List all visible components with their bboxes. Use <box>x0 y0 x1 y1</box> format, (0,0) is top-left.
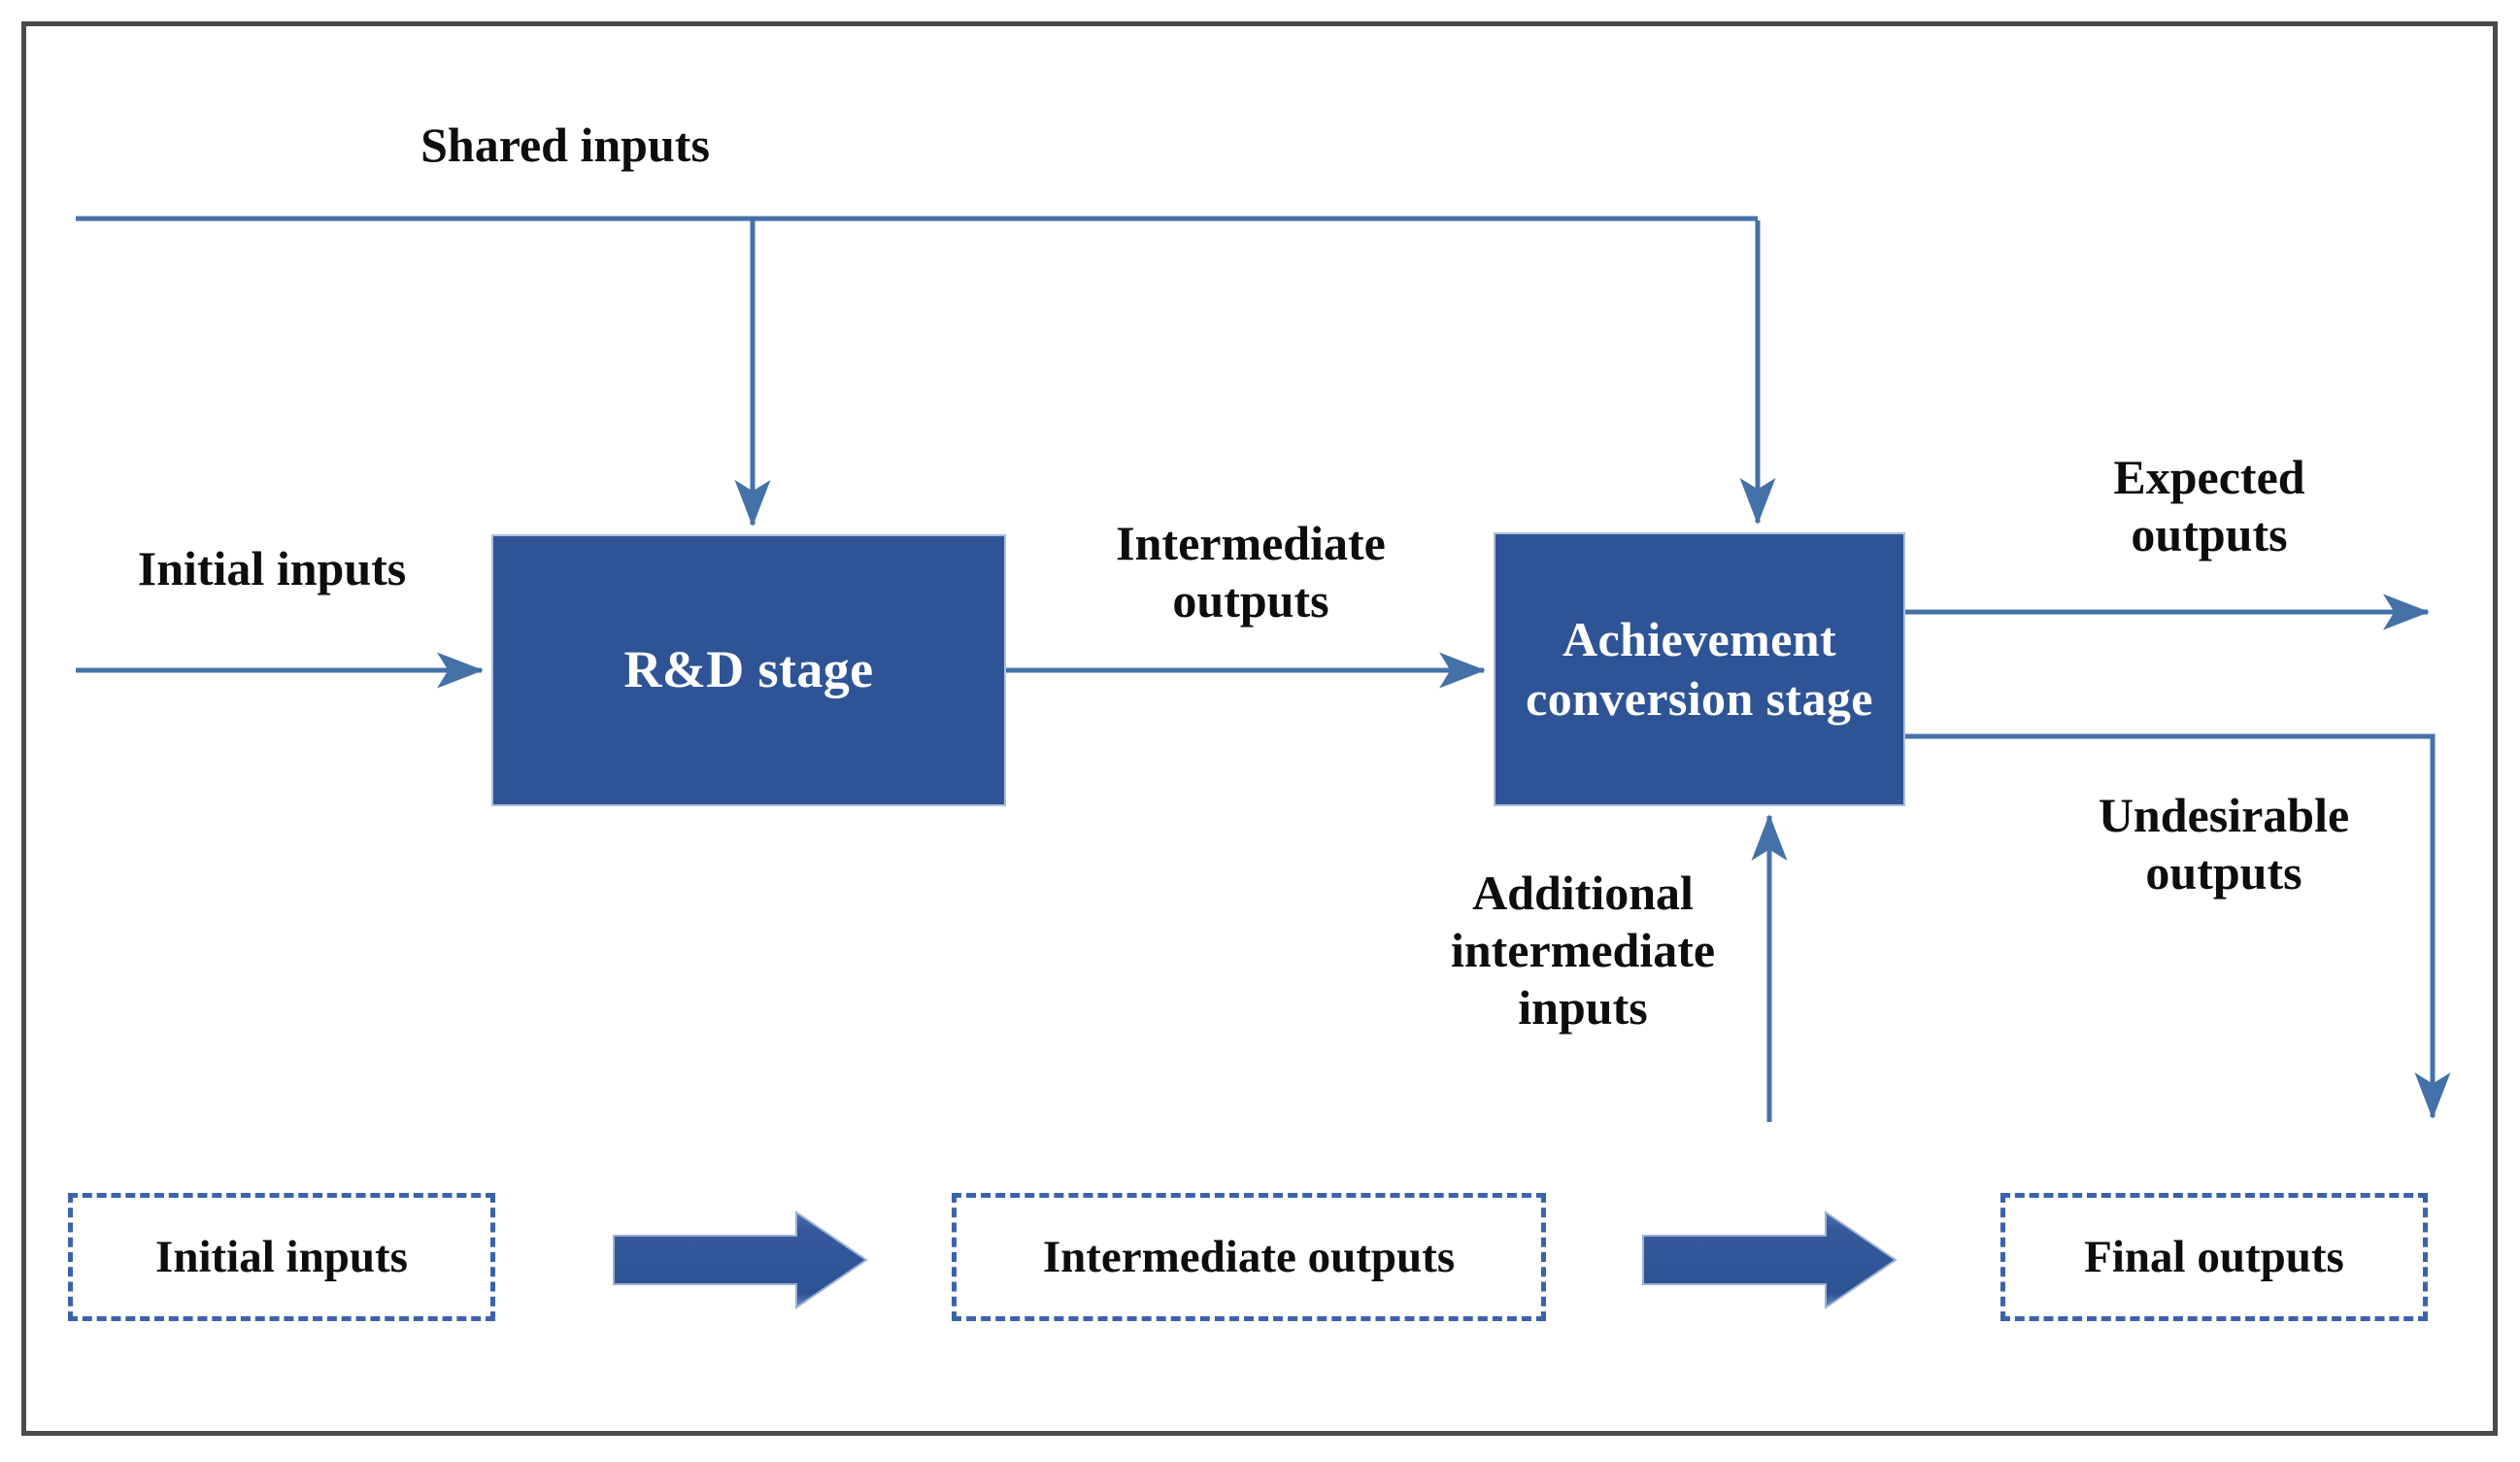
label-additional-intermediate-inputs: Additional intermediate inputs <box>1450 866 1716 1035</box>
label-shared-inputs: Shared inputs <box>420 118 710 172</box>
label-expected-outputs: Expected outputs <box>2113 450 2305 561</box>
legend-item-final-outputs[interactable]: Final outputs <box>2000 1193 2428 1321</box>
legend-block-arrow-1-icon <box>612 1226 864 1294</box>
stage-box-achievement-conversion[interactable]: Achievement conversion stage <box>1494 532 1905 806</box>
stage-box-rd[interactable]: R&D stage <box>491 534 1006 806</box>
legend-block-arrow-2-icon <box>1641 1226 1894 1294</box>
label-initial-inputs: Initial inputs <box>137 541 407 595</box>
legend-item-initial-inputs[interactable]: Initial inputs <box>68 1193 495 1321</box>
label-undesirable-outputs: Undesirable outputs <box>2098 788 2350 900</box>
legend-item-intermediate-outputs[interactable]: Intermediate outputs <box>952 1193 1546 1321</box>
label-intermediate-outputs: Intermediate outputs <box>1116 516 1386 628</box>
